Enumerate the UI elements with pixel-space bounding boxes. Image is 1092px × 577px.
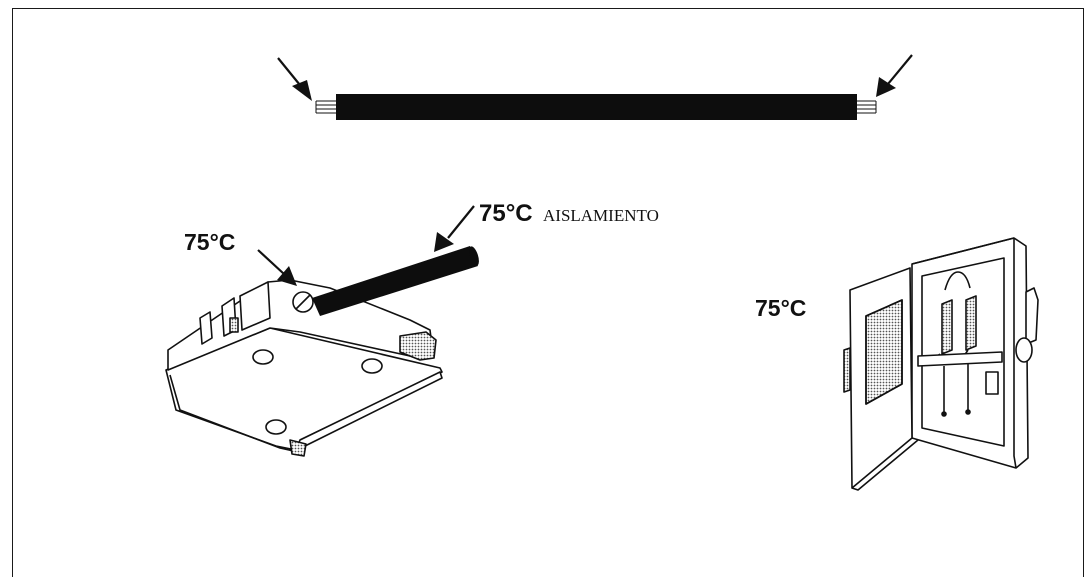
disconnect-switch-temp-label: 75°C [755,295,807,321]
breaker-terminal-temp-label: 75°C [184,229,236,255]
terminal-arrow [257,249,297,286]
cable-end-arrow-right [876,54,913,97]
cable-end-arrow-left [277,57,312,101]
insulation-arrow [434,205,475,252]
circuit-breaker-icon [165,279,443,457]
insulation-word-label: AISLAMIENTO [543,206,659,225]
insulation-temp-label: 75°C [479,200,533,227]
disconnect-switch-icon [843,237,1039,491]
breaker-cable-icon [312,246,479,316]
insulated-cable-icon [315,94,877,120]
